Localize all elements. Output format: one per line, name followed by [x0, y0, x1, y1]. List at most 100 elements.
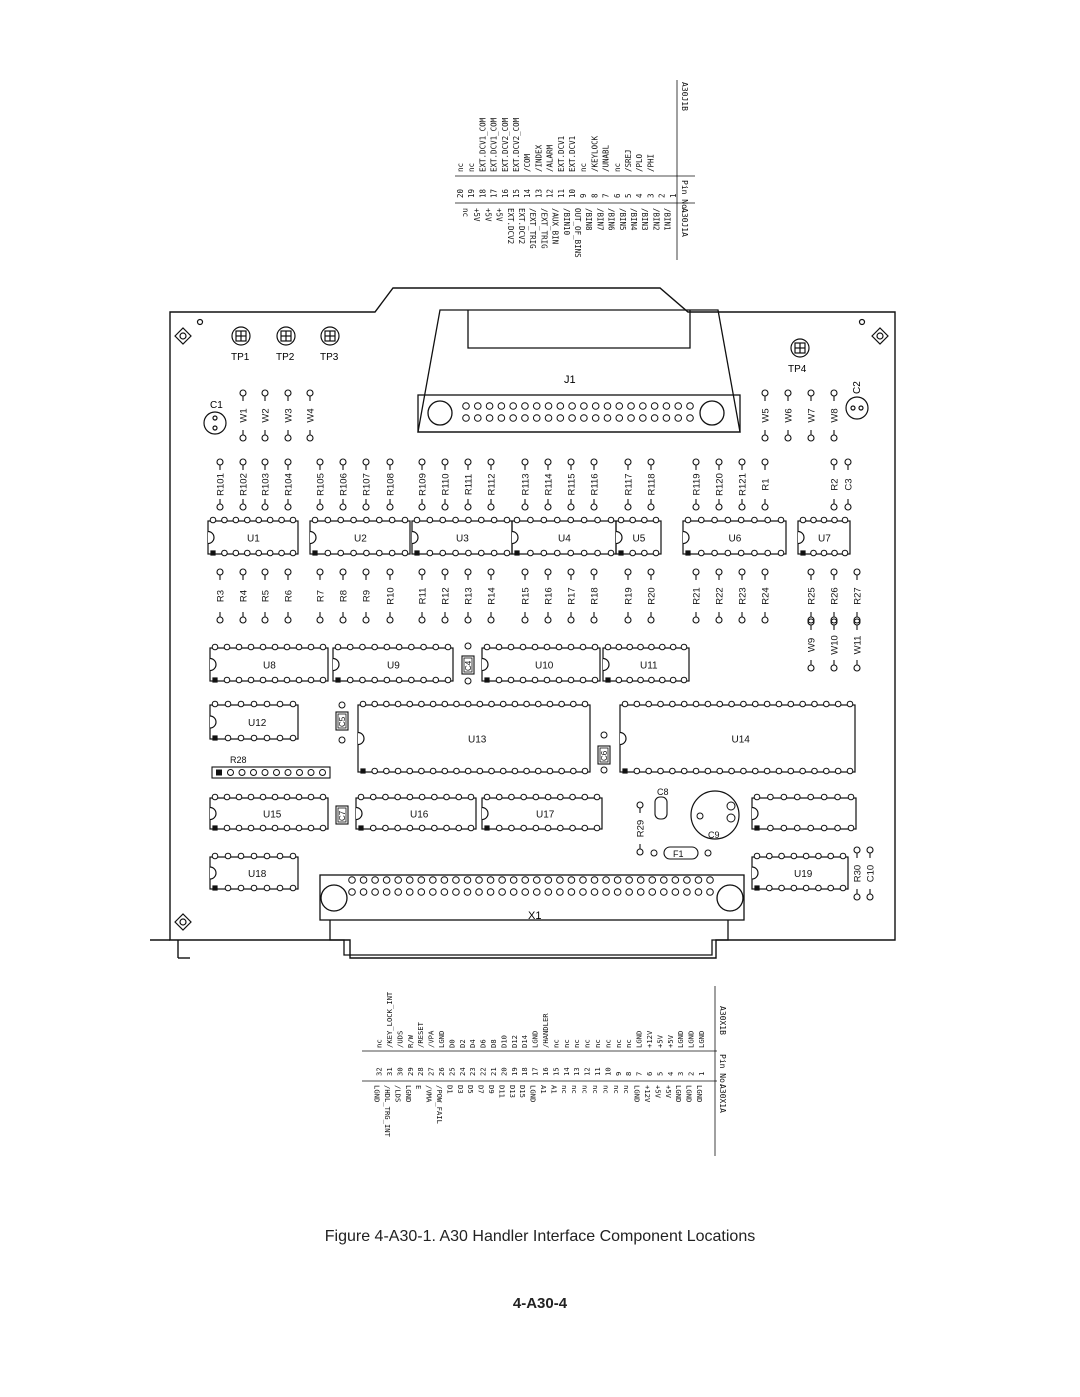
x1-pin	[671, 876, 680, 884]
resistor-r30: R30	[853, 846, 864, 901]
capacitor-c5: C5	[335, 711, 349, 731]
resistor-w11: W11	[853, 618, 864, 672]
x1-pin	[694, 888, 703, 896]
j1-pin	[650, 414, 659, 422]
j1-a-signal: +5V	[483, 208, 492, 222]
resistor-label: R15	[521, 587, 532, 604]
r28-label: R28	[230, 755, 247, 765]
x1-b-signal: nc	[593, 1039, 602, 1048]
resistor-r10: R10	[386, 568, 397, 624]
x1-pin	[371, 876, 379, 884]
j1-b-signal: /SREJ	[624, 149, 633, 172]
j1-pin	[532, 402, 541, 410]
resistor-r14: R14	[487, 568, 498, 624]
capacitor-c1	[203, 411, 227, 435]
x1-b-signal: /HANDLER	[541, 1013, 550, 1048]
x1-pin	[613, 888, 622, 896]
j1-pin-number: 9	[579, 193, 588, 198]
capacitor-c9: C9	[690, 790, 740, 840]
j1-pin-number: 10	[568, 188, 577, 198]
x1-a-signal: D5	[466, 1085, 475, 1094]
j1-b-signal: nc	[579, 163, 588, 172]
x1-a-signal: nc	[591, 1085, 600, 1094]
j1-a-signal: /BIN3	[640, 208, 649, 231]
tp2	[276, 326, 296, 346]
x1-a-signal: nc	[581, 1085, 590, 1094]
resistor-c3: C3	[844, 458, 855, 511]
j1-a-signal: /AUX_BIN	[551, 208, 560, 244]
j1-a-signal: EXT.DCV2	[506, 208, 515, 244]
x1-pin-number: 7	[635, 1072, 644, 1076]
j1-pin	[497, 414, 506, 422]
x1-a-signal: /HDL_TRG_INT	[383, 1085, 392, 1138]
x1-a-signal: A1	[549, 1085, 558, 1094]
j1-a-signal: /BIN2	[651, 208, 660, 231]
x1-pin-number: 28	[416, 1067, 425, 1076]
resistor-label: R8	[339, 590, 350, 602]
ic-label: U3	[456, 534, 469, 545]
x1-pin-number: 30	[395, 1067, 404, 1076]
resistor-label: W6	[784, 408, 795, 422]
x1-pin-number: 22	[479, 1067, 488, 1076]
x1-a-signal: nc	[612, 1085, 621, 1094]
resistor-r102: R102	[239, 458, 250, 511]
resistor-label: R105	[316, 473, 327, 496]
j1-pin-number: 6	[613, 193, 622, 198]
resistor-label: R3	[216, 590, 227, 602]
j1-pin	[686, 414, 694, 422]
resistor-w2: W2	[261, 389, 272, 442]
x1-pin	[660, 888, 668, 896]
x1-a-signal: nc	[601, 1085, 610, 1094]
j1-pin-number: 16	[501, 188, 510, 198]
x1-a-signal: A1	[539, 1085, 548, 1094]
resistor-label: R117	[624, 473, 635, 495]
tp2-label: TP2	[276, 352, 295, 363]
x1-pin	[556, 888, 564, 896]
j1-b-signal: EXT.DCV1_COM	[490, 117, 499, 172]
x1-pin-number: 5	[655, 1072, 664, 1076]
x1-pin-number: 31	[385, 1067, 394, 1076]
x1-pin	[463, 888, 472, 896]
x1-a-signal: +5V	[653, 1085, 662, 1099]
x1-pin	[417, 888, 426, 896]
resistor-r23: R23	[738, 568, 749, 624]
x1-pin	[521, 888, 530, 896]
j1-b-signal: /UNABL	[602, 144, 611, 172]
x1-pin-number: 32	[375, 1067, 384, 1076]
x1-pin	[475, 876, 483, 884]
j1-header-pin: Pin No.	[680, 180, 689, 214]
resistor-label: R101	[216, 473, 227, 496]
ic-u1: U1	[207, 516, 299, 557]
resistor-label: R119	[692, 473, 703, 495]
ic-label: U9	[387, 661, 400, 672]
x1-b-signal: /KEY_LOCK_INT	[385, 991, 394, 1048]
x1-pin	[532, 876, 541, 884]
resistor-r1: R1	[761, 458, 772, 511]
capacitor-c2	[845, 396, 869, 420]
j1-pin	[674, 414, 683, 422]
ic-label: U18	[248, 869, 267, 880]
capacitor-label: C6	[600, 750, 609, 761]
x1-pin	[694, 876, 703, 884]
ic-label: U10	[535, 661, 554, 672]
x1-a-signal: /LDS	[393, 1085, 402, 1102]
j1-a-signal: /EXT_TRIG	[539, 208, 548, 249]
x1-b-signal: /UDS	[395, 1031, 404, 1048]
x1-b-signal: +5V	[655, 1034, 664, 1048]
c8-label: C8	[657, 787, 669, 797]
x1-a-signal: +5V	[664, 1085, 673, 1099]
resistor-label: W11	[853, 636, 864, 655]
x1-b-signal: D8	[489, 1039, 498, 1048]
x1-pin-number: 13	[572, 1067, 581, 1076]
j1-a-signal: /BIN6	[607, 208, 616, 231]
x1-pin-number: 19	[510, 1067, 519, 1076]
resistor-w7: W7	[807, 389, 818, 442]
resistor-r106: R106	[339, 458, 350, 511]
j1-a-signal: /BIN8	[584, 208, 593, 231]
x1-pin-number: 8	[624, 1072, 633, 1076]
resistor-label: W2	[261, 408, 272, 422]
resistor-label: R108	[386, 473, 397, 496]
x1-pin-number: 12	[583, 1067, 592, 1076]
